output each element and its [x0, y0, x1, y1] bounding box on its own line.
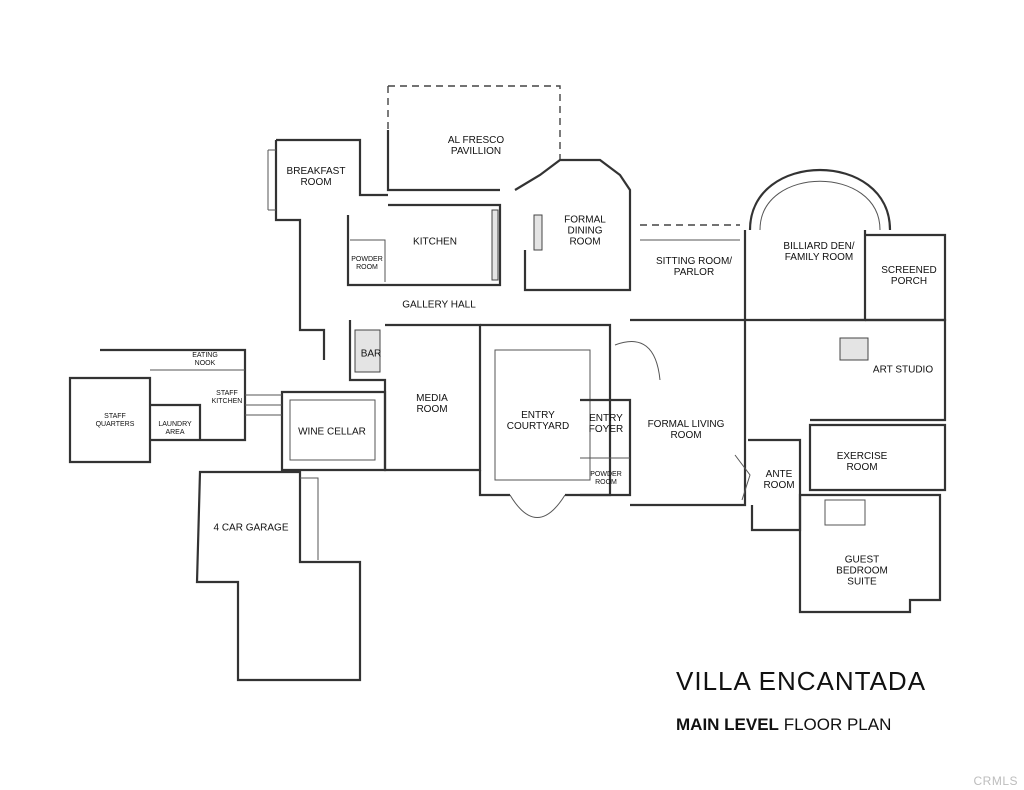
- wine-cellar-outline: [245, 390, 387, 472]
- title-block: VILLA ENCANTADA MAIN LEVEL FLOOR PLAN: [676, 666, 926, 735]
- exercise-room-outline: [808, 423, 947, 492]
- label-al-fresco-pavillion: AL FRESCO PAVILLION: [447, 135, 505, 157]
- al-fresco-pavilion-outline: [386, 85, 561, 192]
- label-kitchen: KITCHEN: [413, 236, 457, 248]
- label-entry-foyer: ENTRY FOYER: [588, 413, 624, 435]
- formal-living-outline: [630, 318, 751, 507]
- label-staff-kitchen: STAFF KITCHEN: [211, 390, 243, 405]
- label-powder-room-upper: POWDER ROOM: [351, 256, 383, 271]
- garage-outline: [195, 470, 362, 682]
- label-eating-nook: EATING NOOK: [192, 352, 218, 367]
- billiard-den-outline: [743, 168, 892, 322]
- label-exercise-room: EXERCISE ROOM: [836, 451, 888, 473]
- kitchen-outline: [346, 203, 502, 287]
- label-billiard-den: BILLIARD DEN/ FAMILY ROOM: [783, 241, 855, 263]
- crmls-watermark: CRMLS: [973, 774, 1018, 788]
- label-entry-courtyard: ENTRY COURTYARD: [506, 410, 570, 432]
- art-studio-outline: [810, 318, 947, 422]
- label-wine-cellar: WINE CELLAR: [298, 426, 366, 438]
- label-staff-quarters: STAFF QUARTERS: [95, 413, 135, 428]
- label-media-room: MEDIA ROOM: [416, 393, 448, 415]
- label-sitting-room-parlor: SITTING ROOM/ PARLOR: [655, 256, 733, 278]
- plan-subtitle-bold: MAIN LEVEL: [676, 715, 779, 734]
- formal-dining-outline: [514, 158, 632, 292]
- entry-foyer-outline: [580, 341, 661, 497]
- label-4-car-garage: 4 CAR GARAGE: [213, 522, 289, 534]
- plan-subtitle: MAIN LEVEL FLOOR PLAN: [676, 715, 926, 735]
- label-laundry-area: LAUNDRY AREA: [158, 421, 192, 436]
- plan-title: VILLA ENCANTADA: [676, 666, 927, 696]
- breakfast-room-outline: [267, 138, 388, 360]
- label-powder-room-lower: POWDER ROOM: [590, 471, 622, 486]
- label-bar: BAR: [360, 348, 382, 360]
- label-screened-porch: SCREENED PORCH: [881, 265, 937, 287]
- label-ante-room: ANTE ROOM: [763, 469, 795, 491]
- label-gallery-hall: GALLERY HALL: [402, 299, 476, 311]
- plan-subtitle-normal: FLOOR PLAN: [783, 715, 892, 734]
- label-formal-living-room: FORMAL LIVING ROOM: [647, 419, 725, 441]
- label-art-studio: ART STUDIO: [872, 364, 934, 376]
- label-formal-dining-room: FORMAL DINING ROOM: [564, 214, 606, 248]
- guest-suite-outline: [798, 493, 942, 614]
- sitting-room-outline: [640, 224, 740, 241]
- staff-wing-outline: [68, 348, 247, 464]
- label-guest-bedroom-suite: GUEST BEDROOM SUITE: [836, 554, 888, 588]
- label-breakfast-room: BREAKFAST ROOM: [286, 166, 346, 188]
- media-room-outline: [348, 320, 482, 472]
